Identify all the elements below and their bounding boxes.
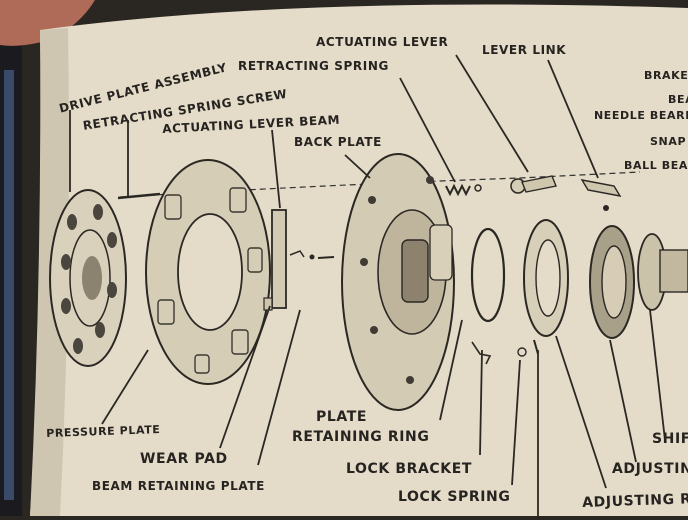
back-plate-part: [341, 153, 455, 411]
wear-pad-part: [263, 297, 273, 311]
label-back-plate: BACK PLATE: [294, 135, 382, 149]
retracting-spring-screw-part: [117, 192, 161, 200]
label-lock-bracket: LOCK BRACKET: [346, 461, 473, 477]
drive-plate-assembly-part: [49, 189, 127, 367]
label-lever-link: LEVER LINK: [482, 43, 567, 57]
label-wear-pad: WEAR PAD: [140, 451, 228, 467]
retracting-spring-part: [445, 183, 471, 197]
shifter-part: [637, 233, 688, 311]
actuating-lever-part: [510, 175, 557, 194]
label-beam-retaining-plate: BEAM RETAINING PLATE: [92, 479, 265, 493]
label-lock-spring: LOCK SPRING: [398, 489, 511, 505]
spine-stripe: [4, 70, 14, 500]
label-retaining-ring: RETAINING RING: [292, 429, 430, 445]
lock-bracket-part: [471, 341, 527, 365]
label-adjusting-rin: ADJUSTING RIN: [581, 490, 688, 511]
label-ball-beari: BALL BEARI: [624, 159, 688, 172]
centerline: [119, 171, 641, 198]
pressure-plate-part: [145, 159, 271, 385]
label-actuating-lever: ACTUATING LEVER: [316, 35, 449, 49]
label-snap: SNAP: [650, 135, 687, 148]
label-needle-bearing: NEEDLE BEARING: [594, 109, 688, 122]
label-adjusting: ADJUSTING: [612, 461, 688, 477]
label-shift: SHIFT: [652, 431, 688, 447]
label-brake-p: BRAKE P: [644, 69, 688, 82]
actuating-lever-beam-part: [271, 209, 287, 309]
finger: [0, 0, 95, 46]
label-retracting-spring: RETRACTING SPRING: [238, 59, 389, 73]
label-bea: BEA: [668, 93, 688, 106]
leader-lines: [69, 54, 666, 516]
lever-link-part: [580, 179, 622, 211]
beam-retaining-plate-part: [289, 250, 335, 260]
label-plate: PLATE: [316, 409, 368, 425]
needle-bearing-part: [589, 225, 635, 339]
adjusting-ring-part: [523, 219, 569, 337]
plate-retaining-ring-part: [470, 227, 506, 323]
